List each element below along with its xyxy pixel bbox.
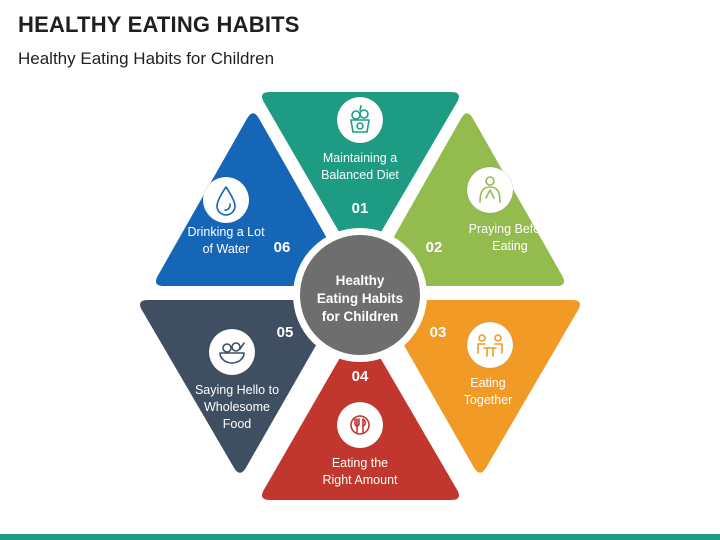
segment-03-shape (382, 300, 580, 473)
segment-02-number: 02 (426, 239, 443, 256)
segment-03-number: 03 (430, 324, 447, 341)
segment-01-shape (262, 92, 459, 263)
center-hub-fill (300, 235, 420, 355)
segment-02-shape (369, 113, 565, 286)
segment-05-shape (140, 300, 338, 473)
segment-06-shape (155, 113, 351, 286)
page-title: HEALTHY EATING HABITS (18, 12, 300, 37)
fruit-basket-icon (336, 96, 384, 144)
water-drop-icon (202, 176, 250, 224)
segment-06-number: 06 (274, 239, 291, 256)
segment-05-number: 05 (277, 324, 294, 341)
segment-01-number: 01 (352, 200, 369, 217)
plate-cutlery-icon (336, 401, 384, 449)
bottom-accent-bar (0, 534, 720, 540)
people-at-table-icon (466, 321, 514, 369)
page-subtitle: Healthy Eating Habits for Children (18, 49, 275, 68)
praying-person-icon (466, 166, 514, 214)
food-bowl-icon (208, 328, 256, 376)
segment-04-number: 04 (352, 368, 369, 385)
